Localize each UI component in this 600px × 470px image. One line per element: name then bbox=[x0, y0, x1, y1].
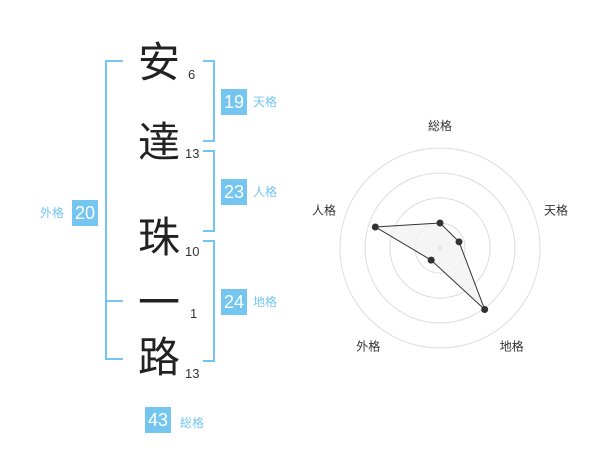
jinkaku-value-box: 23 bbox=[221, 179, 247, 205]
name-char-5: 路 bbox=[137, 333, 180, 382]
gaikaku-bracket-lower bbox=[105, 298, 123, 360]
radar-point-2 bbox=[455, 238, 463, 246]
stroke-count-3: 10 bbox=[185, 244, 200, 259]
radar-grid bbox=[339, 147, 541, 349]
radar-point-1 bbox=[436, 219, 444, 227]
stroke-count-4: 1 bbox=[190, 306, 198, 321]
stroke-count-5: 13 bbox=[185, 366, 200, 381]
chikaku-label: 地格 bbox=[253, 295, 278, 309]
chikaku-bracket bbox=[203, 240, 215, 362]
name-char-3: 珠 bbox=[137, 213, 180, 262]
jinkaku-label: 人格 bbox=[253, 185, 278, 199]
tenkaku-value-box: 19 bbox=[221, 89, 247, 115]
radar-point-3 bbox=[481, 305, 489, 313]
name-char-2: 達 bbox=[137, 118, 180, 167]
jinkaku-bracket bbox=[203, 150, 215, 232]
name-char-1: 安 bbox=[137, 38, 180, 87]
name-char-4: 一 bbox=[137, 278, 180, 327]
radar-ring bbox=[389, 197, 491, 299]
radar-point-4 bbox=[427, 256, 435, 264]
radar-point-5 bbox=[371, 223, 379, 231]
tenkaku-bracket bbox=[203, 60, 215, 142]
stroke-count-1: 6 bbox=[188, 67, 196, 82]
radar-ring bbox=[339, 147, 541, 349]
radar-axis-label-2: 天格 bbox=[544, 202, 568, 217]
gaikaku-value-box: 20 bbox=[72, 200, 98, 226]
stroke-count-2: 13 bbox=[185, 146, 200, 161]
gaikaku-label: 外格 bbox=[40, 206, 65, 220]
radar-axis-label-4: 外格 bbox=[356, 339, 380, 354]
gaikaku-bracket-upper bbox=[105, 60, 123, 302]
radar-axis-label-5: 人格 bbox=[312, 202, 336, 217]
radar-points bbox=[371, 219, 489, 313]
radar-ring bbox=[364, 172, 516, 324]
soukaku-value-box: 43 bbox=[145, 407, 171, 433]
radar-axis-label-1: 総格 bbox=[428, 118, 452, 133]
tenkaku-label: 天格 bbox=[253, 95, 278, 109]
radar-axis-label-3: 地格 bbox=[500, 339, 524, 354]
soukaku-label: 総格 bbox=[180, 416, 205, 430]
chikaku-value-box: 24 bbox=[221, 289, 247, 315]
